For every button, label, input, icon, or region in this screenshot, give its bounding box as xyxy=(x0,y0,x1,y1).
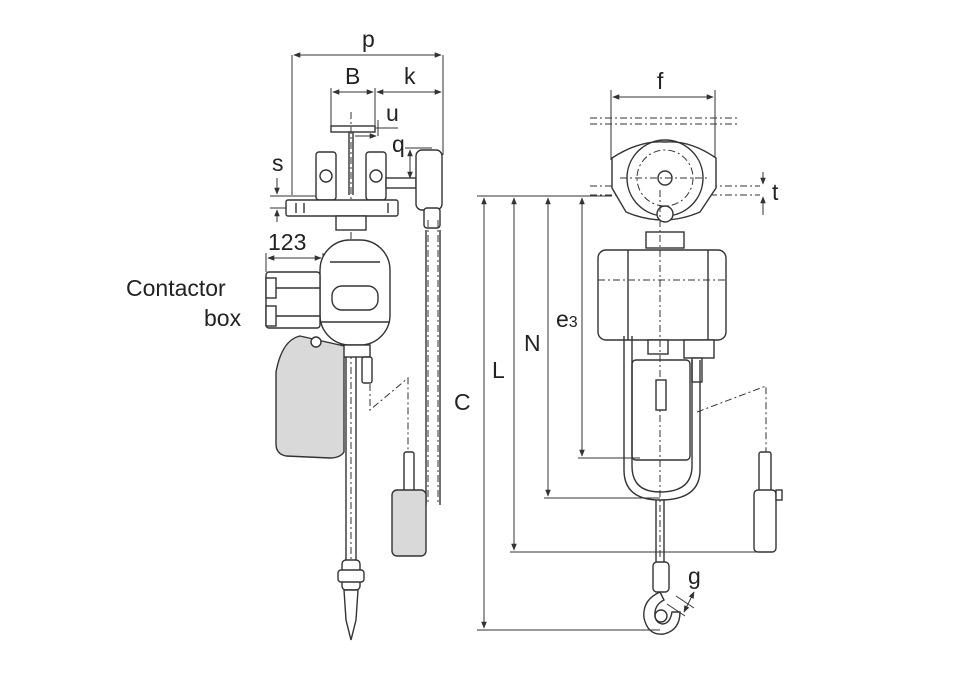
label-t: t xyxy=(772,179,779,205)
dim-l xyxy=(510,197,756,553)
label-e3: e3 xyxy=(556,306,578,332)
trolley-front xyxy=(611,139,717,249)
dim-e3 xyxy=(578,197,640,459)
label-e3-main: e xyxy=(556,306,569,332)
chain-container-front xyxy=(623,190,701,560)
dim-n xyxy=(544,197,660,499)
dim-b-k xyxy=(330,88,442,128)
label-l: L xyxy=(492,357,505,383)
label-q: q xyxy=(392,131,405,157)
trolley-side xyxy=(285,151,417,231)
label-n: N xyxy=(524,330,541,356)
label-g: g xyxy=(688,563,701,589)
front-view xyxy=(477,90,783,635)
hoist-body-side xyxy=(319,239,391,384)
side-view xyxy=(265,52,444,641)
chain-container-side xyxy=(275,335,345,459)
label-123: 123 xyxy=(268,229,306,255)
label-u: u xyxy=(386,100,399,126)
label-e3-sub: 3 xyxy=(569,314,578,331)
hook-side xyxy=(337,357,365,641)
label-contactor: Contactor xyxy=(126,275,226,301)
label-k: k xyxy=(404,63,416,89)
chain-wheel xyxy=(415,149,443,505)
pendant-side xyxy=(369,376,427,557)
label-box: box xyxy=(204,305,242,331)
dim-c xyxy=(477,195,660,631)
label-b: B xyxy=(345,63,360,89)
label-c: C xyxy=(454,389,471,415)
label-p: p xyxy=(362,26,375,52)
dim-p xyxy=(291,52,444,195)
dim-123 xyxy=(265,253,324,272)
dim-f xyxy=(610,90,716,160)
label-f: f xyxy=(657,68,664,94)
pendant-front xyxy=(696,385,783,553)
contactor-box xyxy=(265,271,321,329)
label-s: s xyxy=(272,150,284,176)
beam-section xyxy=(330,112,376,640)
hook-front xyxy=(643,500,695,635)
